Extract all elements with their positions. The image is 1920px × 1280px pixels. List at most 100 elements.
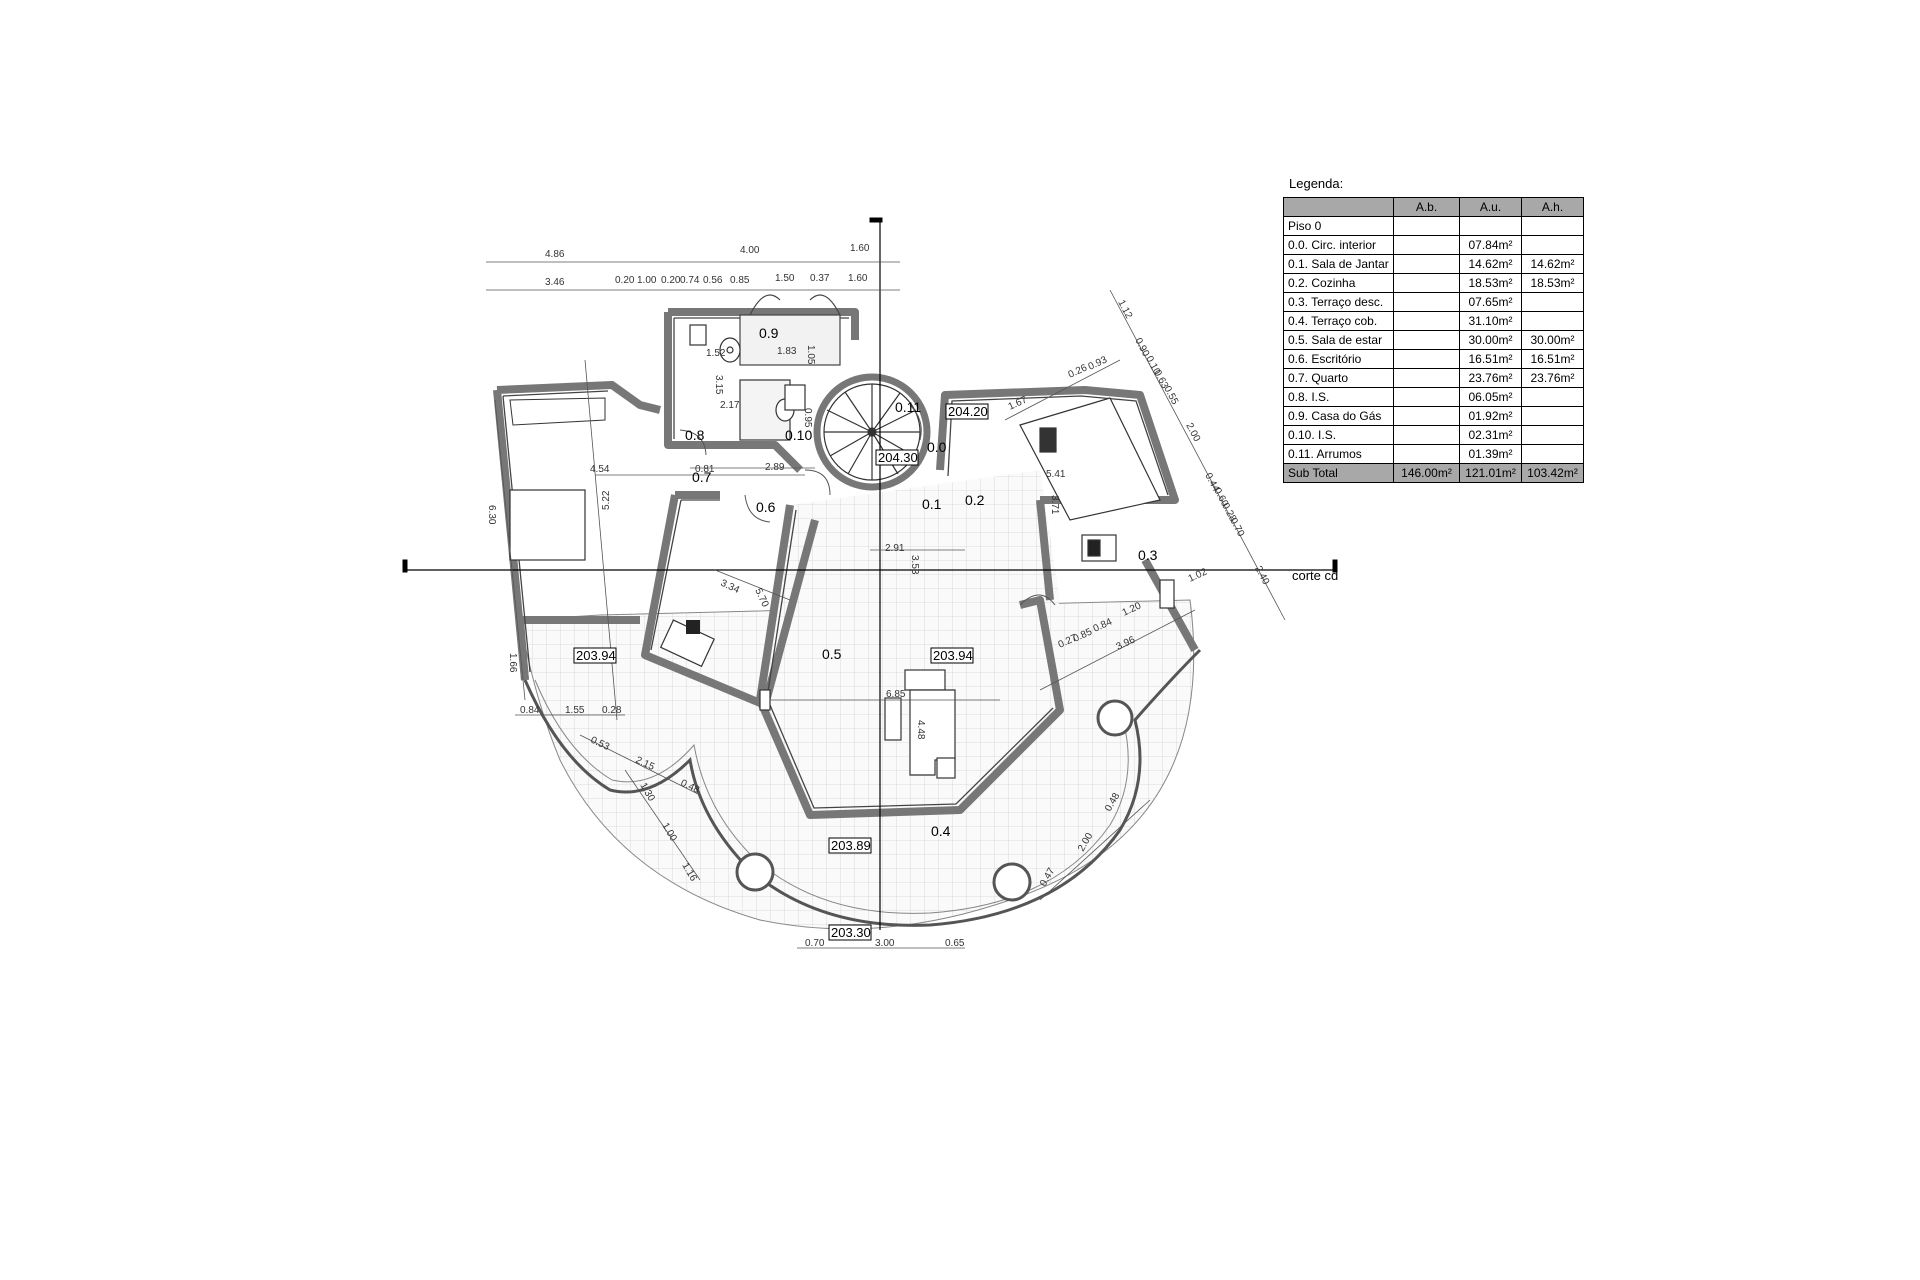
room-label-0-5: 0.5	[822, 646, 842, 662]
dim-label: 0.37	[810, 273, 830, 284]
dim-label: 0.93	[1087, 354, 1110, 372]
area-au: 01.92m²	[1459, 406, 1522, 426]
doors	[679, 404, 1056, 606]
room-label-0-4: 0.4	[931, 823, 951, 839]
dim-label: 1.00	[637, 275, 657, 286]
area-ah	[1521, 311, 1584, 331]
area-ah	[1521, 235, 1584, 255]
area-ah	[1521, 292, 1584, 312]
dim-label: 1.66	[507, 653, 518, 673]
dim-label: 2.17	[720, 400, 740, 411]
section-label: corte cd	[1292, 568, 1338, 583]
sofa	[759, 669, 956, 779]
area-ab	[1393, 425, 1460, 445]
legend-title: Legenda:	[1289, 176, 1344, 191]
area-ab	[1393, 349, 1460, 369]
dim-label: 5.22	[601, 490, 612, 510]
area-ah	[1521, 444, 1584, 464]
spiral-stair	[813, 373, 931, 491]
table-row: 0.3. Terraço desc.07.65m²	[1283, 292, 1584, 312]
area-ah	[1521, 406, 1584, 426]
dim-label: 0.55	[1161, 384, 1180, 407]
room-name: 0.9. Casa do Gás	[1283, 406, 1394, 426]
room-name: 0.2. Cozinha	[1283, 273, 1394, 293]
column-header: A.h.	[1521, 197, 1584, 217]
area-ah: 18.53m²	[1521, 273, 1584, 293]
walls-inner	[502, 317, 1169, 809]
area-au: 01.39m²	[1459, 444, 1522, 464]
dim-label: 1.05	[805, 345, 816, 365]
dim-label: 0.28	[602, 705, 622, 716]
area-ab: 146.00m²	[1393, 463, 1460, 483]
area-au: 07.84m²	[1459, 235, 1522, 255]
area-ah: 23.76m²	[1521, 368, 1584, 388]
walls	[493, 308, 1199, 819]
dim-label: 4.54	[590, 464, 610, 475]
section-axes	[402, 217, 1338, 930]
room-name: 0.11. Arrumos	[1283, 444, 1394, 464]
room-name: 0.6. Escritório	[1283, 349, 1394, 369]
room-name: 0.0. Circ. interior	[1283, 235, 1394, 255]
level-label: 203.94	[576, 648, 616, 663]
dim-label: 1.60	[848, 273, 868, 284]
area-ab	[1393, 406, 1460, 426]
room-label-0-2: 0.2	[965, 492, 985, 508]
area-ab	[1393, 273, 1460, 293]
dim-label: 5.70	[752, 587, 770, 610]
dim-label: 0.56	[703, 275, 723, 286]
room-name: 0.8. I.S.	[1283, 387, 1394, 407]
dim-label: 0.70	[1227, 516, 1246, 539]
room-label-0-1: 0.1	[922, 496, 942, 512]
area-au: 23.76m²	[1459, 368, 1522, 388]
area-ab	[1393, 387, 1460, 407]
dim-label: 0.65	[945, 938, 965, 949]
area-ab	[1393, 235, 1460, 255]
dim-label: 0.20	[615, 275, 635, 286]
room-labels: 0.9 0.11 0.8 0.10 0.0 0.7 0.6 0.1 0.2 0.…	[685, 325, 1158, 839]
table-row: 0.11. Arrumos 01.39m²	[1283, 444, 1584, 464]
room-label-0-8: 0.8	[685, 427, 705, 443]
interior-paving	[760, 470, 1060, 820]
area-au: 121.01m²	[1459, 463, 1522, 483]
area-ab	[1393, 444, 1460, 464]
area-ab	[1393, 330, 1460, 350]
area-ab	[1393, 292, 1460, 312]
dim-label: 1.12	[1115, 298, 1134, 321]
area-ah: 14.62m²	[1521, 254, 1584, 274]
terrace-boundary	[523, 648, 1202, 927]
column-header	[1283, 197, 1394, 217]
area-au: 06.05m²	[1459, 387, 1522, 407]
dim-label: 3.00	[875, 938, 895, 949]
dim-label: 6.85	[886, 689, 906, 700]
level-label: 203.94	[933, 648, 973, 663]
table-header-row: A.b.A.u.A.h.	[1283, 197, 1584, 217]
dim-label: 1.50	[775, 273, 795, 284]
gas-cabinet	[739, 294, 841, 366]
area-au: 31.10m²	[1459, 311, 1522, 331]
table-row: 0.0. Circ. interior 07.84m²	[1283, 235, 1584, 255]
area-au: 14.62m²	[1459, 254, 1522, 274]
pillar	[992, 862, 1032, 902]
room-name: Sub Total	[1283, 463, 1394, 483]
pillar	[1096, 699, 1134, 737]
room-name: 0.1. Sala de Jantar	[1283, 254, 1394, 274]
dim-label: 2.89	[765, 462, 785, 473]
area-ab	[1393, 216, 1460, 236]
area-ah: 30.00m²	[1521, 330, 1584, 350]
dim-label: 0.95	[802, 408, 813, 428]
level-markers	[573, 403, 989, 941]
dim-label: 1.60	[850, 243, 870, 254]
area-au: 07.65m²	[1459, 292, 1522, 312]
dim-label: 0.85	[730, 275, 750, 286]
table-row: 0.8. I.S. 06.05m²	[1283, 387, 1584, 407]
level-label: 203.30	[831, 925, 871, 940]
room-name: 0.7. Quarto	[1283, 368, 1394, 388]
dim-label: 2.00	[1183, 421, 1202, 444]
wardrobe	[509, 397, 606, 426]
dim-label: 1.55	[565, 705, 585, 716]
